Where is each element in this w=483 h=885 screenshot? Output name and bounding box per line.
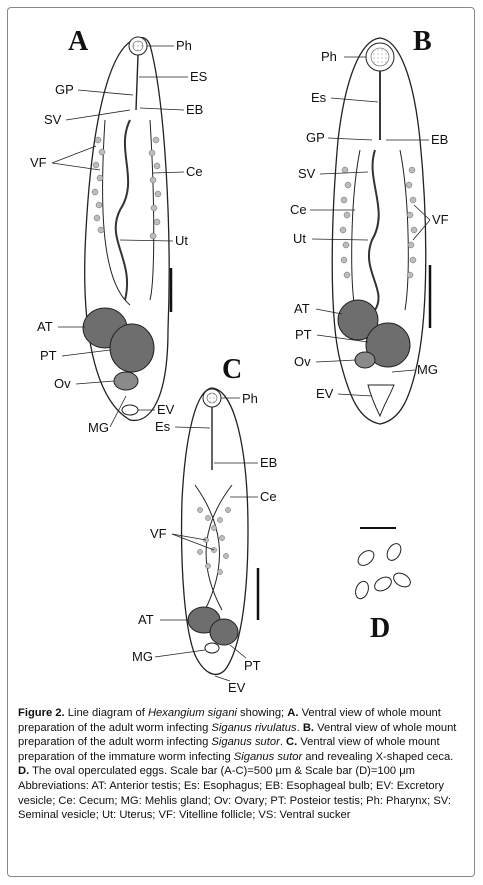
egg-2: [386, 543, 402, 561]
panel-a-letter: A: [68, 26, 89, 57]
worm-b-posterior-testis: [365, 322, 411, 368]
worm-c-posterior-testis: [209, 618, 239, 646]
label-a-ph: Ph: [176, 38, 192, 53]
label-c-eb: EB: [260, 455, 277, 470]
label-c-mg: MG: [132, 649, 153, 664]
label-c-es: Es: [155, 419, 171, 434]
worm-c: [180, 387, 260, 675]
label-b-eb: EB: [431, 132, 448, 147]
panel-d-letter: D: [370, 613, 390, 644]
egg-4: [374, 576, 392, 592]
label-c-at: AT: [138, 612, 154, 627]
label-a-sv: SV: [44, 112, 62, 127]
worm-a-ovary: [113, 371, 139, 391]
worm-a-uterus: [114, 119, 131, 301]
label-a-ov: Ov: [54, 376, 71, 391]
worm-a: [82, 36, 173, 422]
label-b-ov: Ov: [294, 354, 311, 369]
label-b-at: AT: [294, 301, 310, 316]
worm-b-uterus: [367, 149, 380, 311]
worm-b-excretory-vesicle: [367, 384, 395, 418]
worm-b-vitelline-follicles: [339, 166, 418, 279]
label-a-es: ES: [190, 69, 208, 84]
egg-3: [355, 580, 369, 600]
label-a-mg: MG: [88, 420, 109, 435]
label-b-ut: Ut: [293, 231, 306, 246]
label-a-at: AT: [37, 319, 53, 334]
label-a-gp: GP: [55, 82, 74, 97]
caption-description: Figure 2. Line diagram of Hexangium siga…: [18, 707, 457, 778]
figure-drawing: A Ph ES GP EB SV VF Ce Ut AT PT Ov EV MG: [30, 26, 449, 695]
worm-a-excretory-vesicle: [121, 404, 139, 416]
caption-abbreviations: Abbreviations: AT: Anterior testis; Es: …: [18, 779, 451, 822]
panel-b-letter: B: [413, 26, 432, 57]
egg-5: [393, 572, 411, 588]
panel-c-letter: C: [222, 354, 242, 385]
label-b-sv: SV: [298, 166, 316, 181]
label-c-pt: PT: [244, 658, 261, 673]
worm-b-ceca: [351, 149, 409, 311]
label-b-ce: Ce: [290, 202, 307, 217]
label-b-mg: MG: [417, 362, 438, 377]
label-c-ev: EV: [228, 680, 246, 695]
egg-1: [357, 550, 375, 566]
label-b-ph: Ph: [321, 49, 337, 64]
worm-b: [331, 37, 432, 425]
labels-c: C Ph Es EB Ce VF AT MG PT EV: [132, 354, 277, 695]
worm-b-ovary: [354, 351, 376, 369]
label-b-gp: GP: [306, 130, 325, 145]
eggs-d: [355, 527, 411, 600]
label-a-ev: EV: [157, 402, 175, 417]
worm-a-posterior-testis: [109, 323, 155, 373]
figure-caption: Figure 2. Line diagram of Hexangium siga…: [18, 706, 464, 823]
worm-a-vitelline-follicles: [91, 136, 162, 240]
worm-b-anterior-testis: [337, 299, 379, 341]
label-c-ph: Ph: [242, 391, 258, 406]
label-a-eb: EB: [186, 102, 203, 117]
label-b-pt: PT: [295, 327, 312, 342]
worm-c-body: [180, 387, 249, 675]
label-b-es: Es: [311, 90, 327, 105]
labels-a: A Ph ES GP EB SV VF Ce Ut AT PT Ov EV MG: [30, 26, 208, 435]
label-c-vf: VF: [150, 526, 167, 541]
label-b-ev: EV: [316, 386, 334, 401]
worm-a-esophagus: [135, 54, 139, 111]
label-c-ce: Ce: [260, 489, 277, 504]
label-a-vf: VF: [30, 155, 47, 170]
label-a-ut: Ut: [175, 233, 188, 248]
labels-b: B Ph Es GP EB SV Ce VF Ut AT PT Ov MG EV: [290, 26, 449, 401]
label-a-ce: Ce: [186, 164, 203, 179]
worm-c-vitelline-follicles: [197, 507, 231, 575]
worm-c-mehlis-gland: [204, 642, 220, 654]
label-b-vf: VF: [432, 212, 449, 227]
label-a-pt: PT: [40, 348, 57, 363]
